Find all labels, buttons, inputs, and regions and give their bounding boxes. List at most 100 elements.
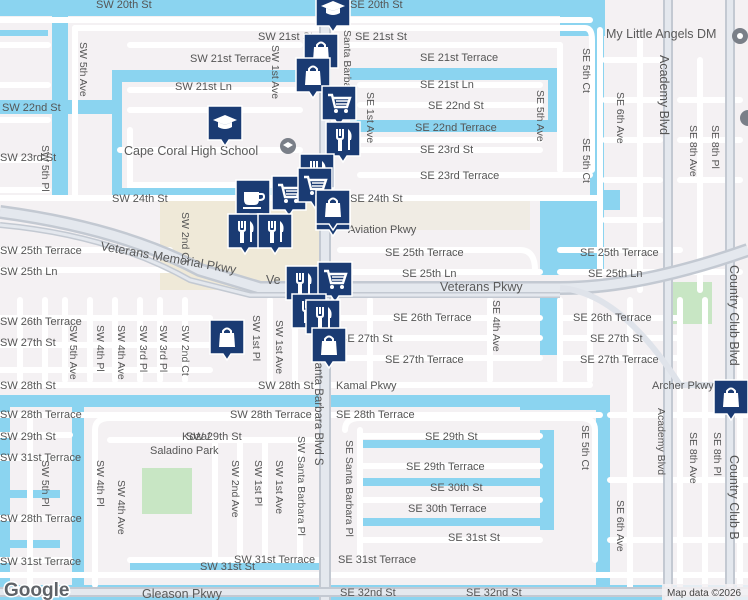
attribution-bg: [662, 584, 748, 600]
street-label: SE 5th Ave: [534, 90, 546, 142]
park-label: Saladino Park: [150, 445, 219, 457]
map-pin-icon[interactable]: [732, 28, 748, 44]
street-label: SW 4th Pl: [94, 460, 106, 507]
street-label: SE 5th Ct: [580, 138, 592, 183]
street-label: Archer Pkwy: [652, 380, 714, 392]
street-label: SW 31st Terrace: [234, 554, 315, 566]
map-pin-icon[interactable]: [740, 110, 748, 126]
street-label: SE 31st St: [448, 532, 500, 544]
google-logo[interactable]: Google: [4, 580, 69, 600]
local-roads: [0, 17, 748, 593]
street-label: SE 25th Terrace: [385, 247, 464, 259]
street-label: SW 5th Ave: [77, 42, 89, 97]
street-label: SE 6th Ave: [614, 500, 626, 552]
commercial-area-east: [330, 200, 530, 230]
street-label: Kamal Pkwy: [336, 380, 397, 392]
shopping-bag-icon[interactable]: [713, 379, 748, 422]
street-label: SW 21st St: [258, 31, 313, 43]
street-label: SE 24th St: [350, 193, 403, 205]
street-label: SE 4th Ave: [490, 300, 502, 352]
school-icon[interactable]: [280, 138, 296, 154]
shopping-bag-icon[interactable]: [209, 319, 245, 362]
street-label: Veterans Pkwy: [440, 280, 523, 294]
poi-markers: [207, 0, 748, 422]
street-label: SE 27th Terrace: [385, 354, 464, 366]
street-label: SW 21st Ln: [175, 81, 232, 93]
street-label: SW 25th Terrace: [0, 245, 82, 257]
street-label: SW Santa Barbara Pl: [295, 436, 307, 536]
google-logo-outline: Google: [4, 580, 69, 600]
street-label: SW 20th St: [96, 0, 152, 11]
street-label: SW 22nd St: [2, 102, 61, 114]
vertical-street-labels: SW 5th Ave SW 5th Pl SW 2nd Ct SW 1st Av…: [39, 30, 741, 552]
poi-label: My Little Angels DM: [606, 27, 716, 41]
street-label: SE 28th Terrace: [336, 409, 415, 421]
street-label: Academy Blvd: [657, 55, 671, 135]
school-label: Cape Coral High School: [124, 144, 258, 158]
street-label: SE 25th Ln: [588, 268, 642, 280]
street-label: SE 25th Terrace: [580, 247, 659, 259]
street-label: SE 32nd St: [340, 587, 396, 599]
street-label: SE 30th St: [430, 482, 483, 494]
street-label: SW 5th Pl: [39, 145, 51, 192]
street-label: SW 3rd Pl: [137, 325, 149, 372]
park-area: [142, 468, 192, 514]
street-label: SE 27th St: [340, 333, 393, 345]
street-label: SW 2nd Ave: [229, 460, 241, 518]
street-label: SE 31st Terrace: [338, 554, 416, 566]
street-label: SE 8th Pl: [711, 432, 723, 476]
street-label: SE 26th Terrace: [393, 312, 472, 324]
street-label: SW 26th Terrace: [0, 316, 82, 328]
street-label: SE Santa Barbara Pl: [343, 440, 355, 537]
street-label: SE 29th Terrace: [406, 461, 485, 473]
street-label: SW 25th Ln: [0, 266, 57, 278]
street-label: SW 1st Pl: [252, 460, 264, 506]
street-label: SW 28th St: [258, 380, 314, 392]
street-label: SE 8th Pl: [709, 125, 721, 169]
graduation-cap-icon[interactable]: [207, 105, 243, 148]
street-label: SW 21st Terrace: [190, 53, 271, 65]
street-label: SW 2nd Ct: [179, 212, 191, 263]
street-label: SW 28th Terrace: [0, 409, 82, 421]
street-label: SW 1st Ave: [269, 45, 281, 99]
street-label: SE 21st Terrace: [420, 52, 498, 64]
map-data-attribution[interactable]: Map data ©2026: [667, 588, 742, 599]
street-label: SE 20th St: [350, 0, 403, 11]
street-labels: SW 20th St SE 20th St SW 21st St SE 21st…: [0, 0, 716, 600]
street-label: SW 24th St: [112, 193, 168, 205]
street-label: SW 2nd Ct: [179, 325, 191, 376]
restaurant-icon[interactable]: [257, 213, 293, 256]
street-label: SW 3rd Pl: [157, 325, 169, 372]
street-label: SW 1st Ave: [273, 320, 285, 374]
street-label: Santa Barbara Blvd S: [312, 355, 324, 466]
street-label: SE 27th St: [590, 333, 643, 345]
street-label: SW 31st St: [200, 561, 255, 573]
street-label: SE 1st Ave: [364, 92, 376, 143]
street-label: SW 27th St: [0, 337, 56, 349]
street-label: Country Club Blvd: [727, 265, 741, 366]
street-label: SW 5th Ave: [67, 325, 79, 380]
street-label: SE 5th Ct: [579, 425, 591, 470]
restaurant-icon[interactable]: [227, 213, 263, 256]
shopping-bag-icon[interactable]: [315, 189, 351, 232]
shopping-cart-icon[interactable]: [321, 85, 357, 128]
shopping-bag-icon[interactable]: [311, 327, 347, 370]
street-label: SE 32nd St: [466, 587, 522, 599]
street-label: Aviation Pkwy: [348, 224, 417, 236]
street-label: SW 4th Ave: [115, 325, 127, 380]
street-label: SW 1st Ave: [273, 460, 285, 514]
street-label: SE 23rd Terrace: [420, 170, 499, 182]
street-label: Gleason Pkwy: [142, 587, 223, 600]
street-label: SW 29th St: [186, 431, 242, 443]
street-label: SW 31st Terrace: [0, 452, 81, 464]
street-label: SE 22nd St: [428, 100, 484, 112]
graduation-cap-icon[interactable]: [315, 0, 351, 34]
street-label: SW 4th Ave: [115, 480, 127, 535]
street-label: SW 23rd St: [0, 152, 56, 164]
street-label: SW 28th Terrace: [230, 409, 312, 421]
street-label: SW 28th St: [0, 380, 56, 392]
